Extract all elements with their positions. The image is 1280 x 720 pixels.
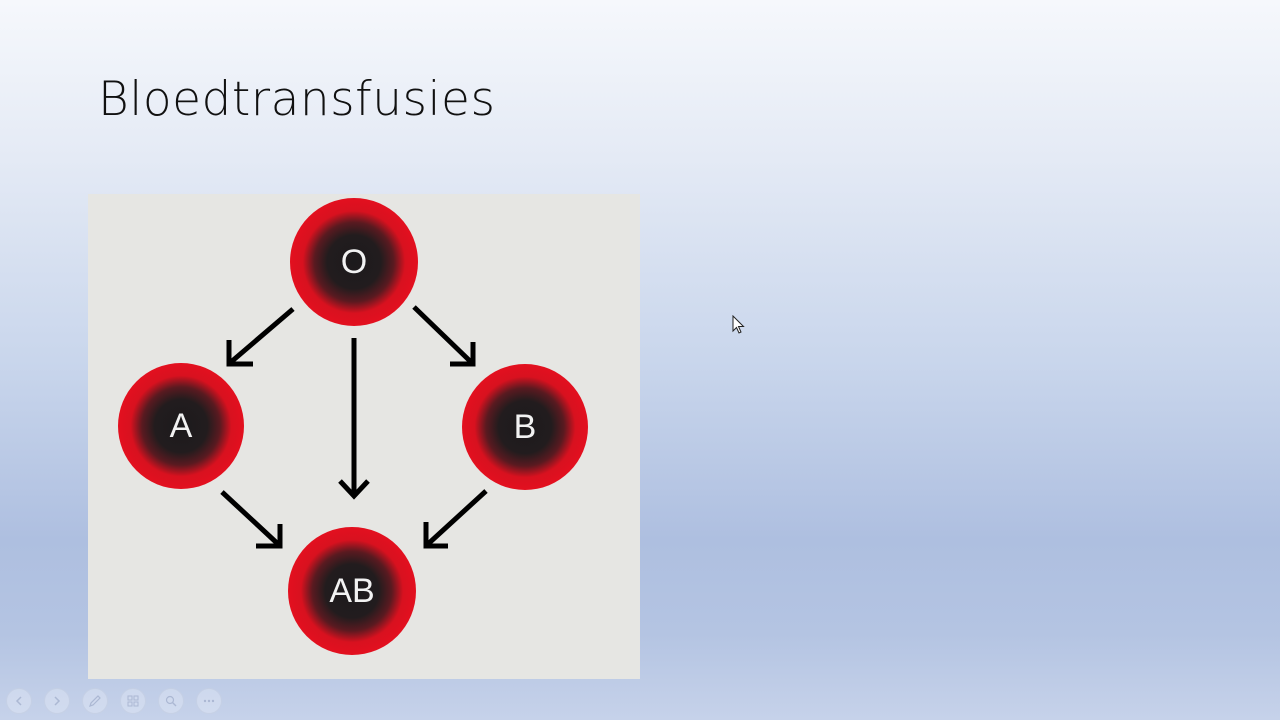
pen-icon — [89, 695, 101, 707]
edge-a-to-ab — [220, 490, 283, 549]
zoom-button[interactable] — [158, 688, 184, 714]
node-o: O — [290, 198, 418, 326]
mouse-cursor-icon — [732, 315, 745, 334]
next-slide-button[interactable] — [44, 688, 70, 714]
node-ab-label: AB — [329, 572, 374, 610]
grid-icon — [127, 695, 139, 707]
slide-title: Bloedtransfusies — [98, 72, 496, 127]
edge-o-to-a — [226, 307, 295, 367]
edge-o-to-ab — [338, 338, 370, 500]
diagram-svg: O A B AB — [118, 198, 588, 655]
node-b-label: B — [514, 408, 537, 446]
more-icon — [203, 699, 215, 703]
blood-transfusion-diagram: O A B AB — [88, 194, 640, 679]
slideshow-toolbar — [6, 688, 222, 714]
magnifier-icon — [165, 695, 177, 707]
node-b: B — [462, 364, 588, 490]
node-o-label: O — [341, 243, 367, 281]
arrow-right-icon — [54, 696, 61, 706]
see-all-slides-button[interactable] — [120, 688, 146, 714]
node-a: A — [118, 363, 244, 489]
arrow-left-icon — [15, 696, 22, 706]
node-a-label: A — [170, 407, 193, 445]
pen-tool-button[interactable] — [82, 688, 108, 714]
edge-o-to-b — [412, 305, 476, 367]
node-ab: AB — [288, 527, 416, 655]
previous-slide-button[interactable] — [6, 688, 32, 714]
more-options-button[interactable] — [196, 688, 222, 714]
edge-b-to-ab — [423, 489, 488, 549]
